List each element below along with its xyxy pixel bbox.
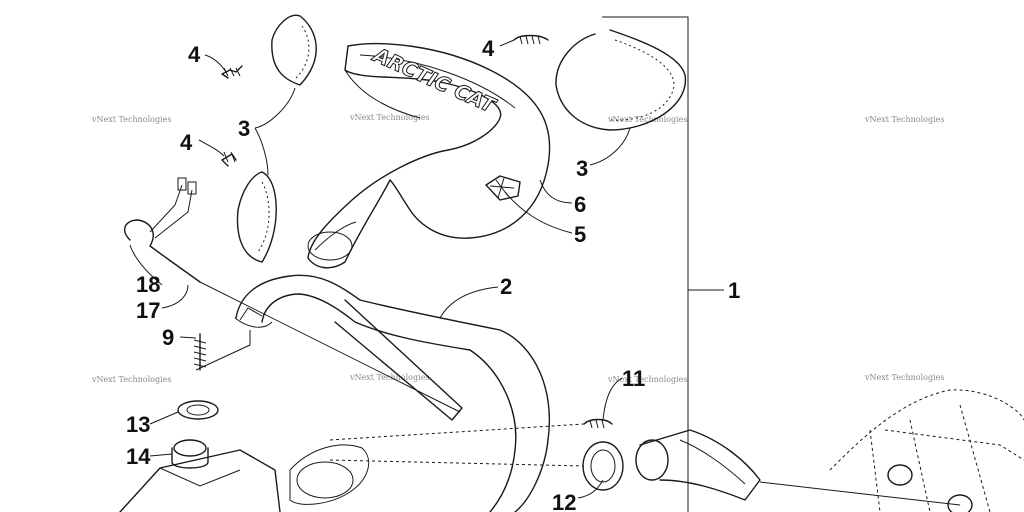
watermark-4: vNext Technologies: [864, 115, 944, 124]
watermark-3: vNext Technologies: [607, 115, 687, 124]
watermark-5: vNext Technologies: [91, 375, 171, 384]
callout-2: 2: [500, 274, 512, 299]
callout-3-left: 3: [238, 116, 250, 141]
silencer: ARCTIC CAT: [307, 41, 551, 269]
callout-18: 18: [136, 272, 160, 297]
callout-4-middle: 4: [180, 130, 193, 155]
callout-5: 5: [574, 222, 586, 247]
springs: [193, 34, 613, 429]
callout-17: 17: [136, 298, 160, 323]
engine-block: [829, 389, 1024, 512]
watermark-6: vNext Technologies: [349, 373, 429, 382]
callouts: 1 2 3 3 4 4 4 5 6 9 11 12 13 14 17 18: [126, 36, 740, 512]
callout-11: 11: [622, 366, 645, 391]
watermark-7: vNext Technologies: [607, 375, 687, 384]
canister: [119, 439, 281, 512]
leader-lines: [129, 39, 631, 499]
callout-6: 6: [574, 192, 586, 217]
exhaust-sensor: [124, 177, 461, 413]
spring-straps: [236, 14, 686, 263]
watermark-2: vNext Technologies: [349, 113, 429, 122]
watermark-8: vNext Technologies: [864, 373, 944, 382]
callout-1: 1: [728, 278, 740, 303]
callout-9: 9: [162, 325, 174, 350]
callout-4-top-left: 4: [188, 42, 201, 67]
callout-13: 13: [126, 412, 150, 437]
gaskets: [177, 400, 624, 491]
watermarks: vNext Technologies vNext Technologies vN…: [91, 113, 944, 384]
callout-3-right: 3: [576, 156, 588, 181]
callout-12: 12: [552, 490, 576, 512]
callout-14: 14: [126, 444, 151, 469]
head-pipe: [234, 274, 551, 512]
tailpipe-coupler: [635, 429, 961, 506]
callout-4-top-center: 4: [482, 36, 495, 61]
assembly-bracket: [602, 16, 724, 512]
watermark-1: vNext Technologies: [91, 115, 171, 124]
